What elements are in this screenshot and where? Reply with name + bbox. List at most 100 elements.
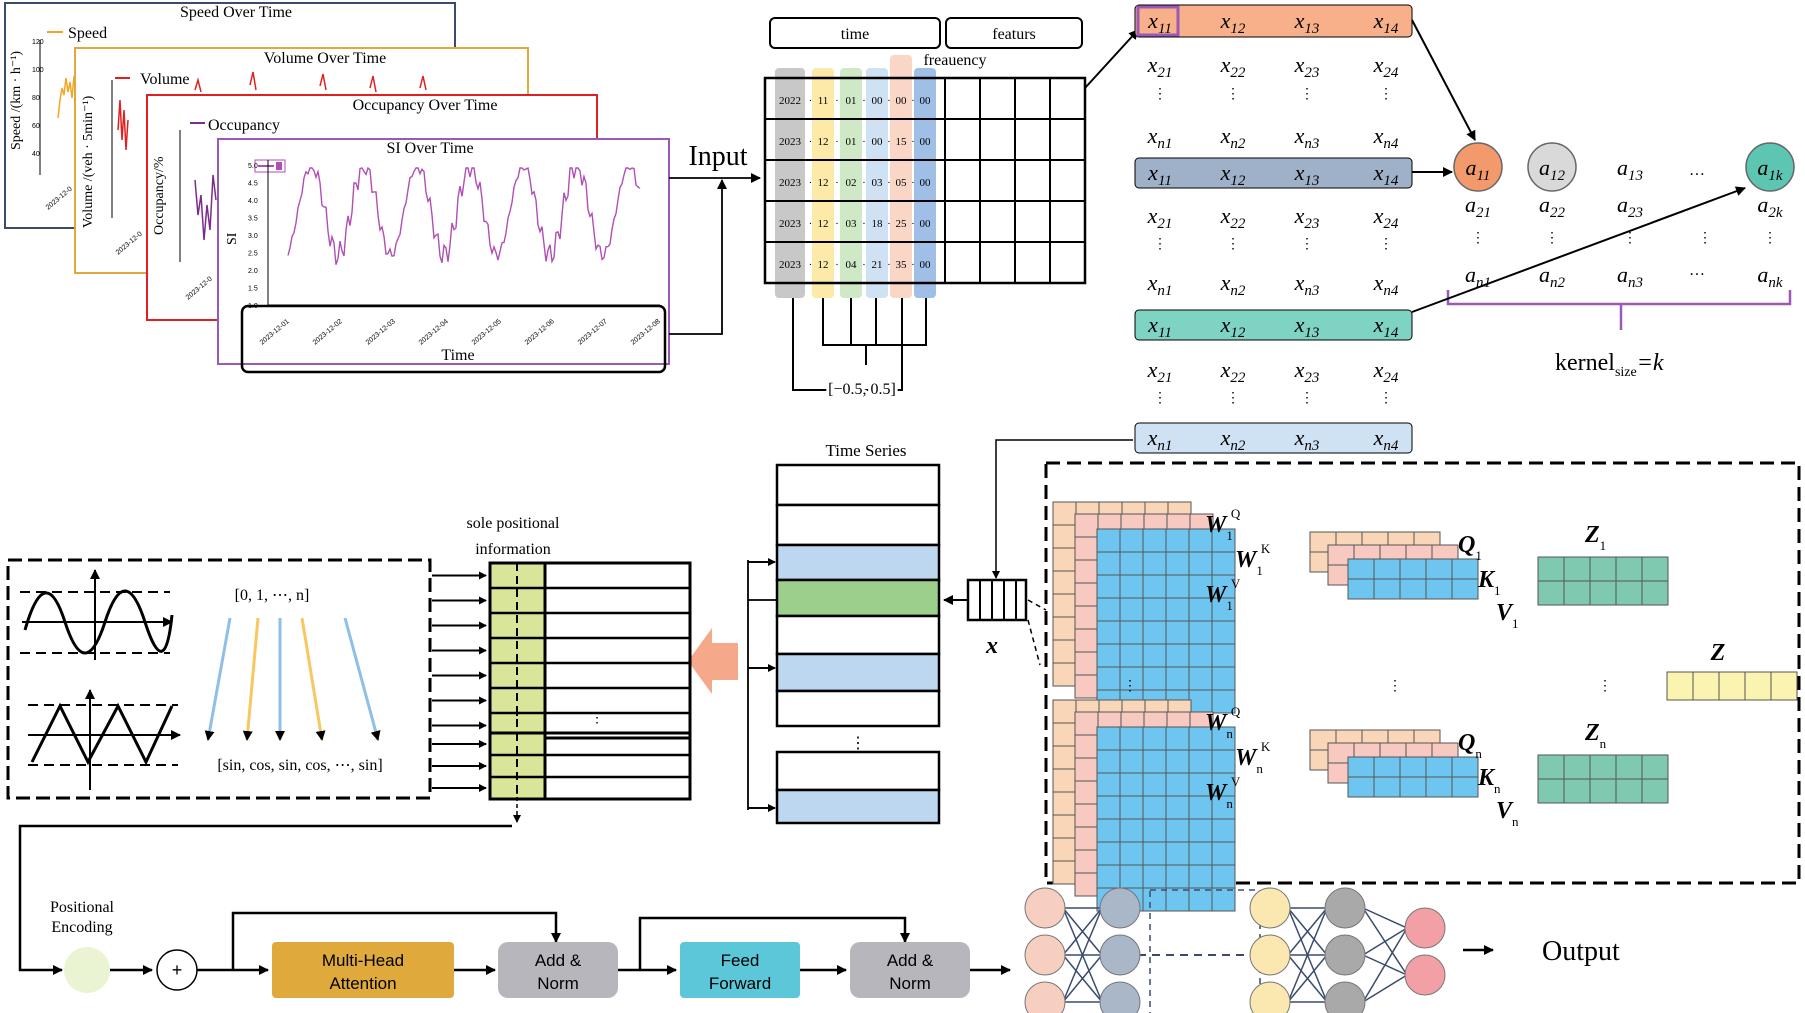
range-label: [−0.5, 0.5] (828, 381, 896, 398)
nn-node (1324, 887, 1366, 929)
svg-text:Qn: Qn (1458, 730, 1482, 761)
svg-text:⋮: ⋮ (1226, 237, 1240, 252)
table-cell: 01 (846, 136, 857, 148)
occupancy-chart-title: Occupancy Over Time (353, 97, 498, 114)
svg-text:K1: K1 (1477, 567, 1501, 598)
svg-text:Forward: Forward (709, 974, 771, 993)
svg-text:⋮: ⋮ (1226, 87, 1240, 102)
conv-output-node (1745, 142, 1795, 192)
table-cell: 02 (846, 177, 857, 189)
svg-text:⋮: ⋮ (1300, 87, 1314, 102)
si-xlabel: Time (441, 347, 474, 364)
matrix-row-1: x14 (1373, 8, 1399, 37)
matrix-row-n: xn4 (1373, 270, 1399, 299)
svg-text:Attention: Attention (329, 974, 396, 993)
svg-text:WnV: WnV (1205, 774, 1241, 811)
svg-text:⋮: ⋮ (1379, 391, 1393, 406)
matrix-row-1: x14 (1373, 312, 1399, 341)
func-label: [sin, cos, sin, cos, ⋯, sin] (217, 757, 382, 774)
matrix-row-2: x23 (1294, 203, 1320, 232)
svg-text:Positional: Positional (50, 899, 115, 916)
pipeline: Positional Encoding + Multi-Head Attenti… (18, 790, 1620, 1013)
day-band (840, 68, 862, 298)
svg-text:a11: a11 (1466, 155, 1491, 184)
svg-text:W1Q: W1Q (1205, 506, 1241, 543)
table-cell: 2023 (779, 136, 802, 148)
nn-node (1099, 887, 1141, 929)
svg-text:Z1: Z1 (1584, 522, 1606, 553)
table-cell: 00 (920, 218, 932, 230)
svg-text:·: · (835, 218, 839, 230)
table-cell: 2023 (779, 218, 802, 230)
table-cell: 21 (872, 259, 883, 271)
matrix-row-1: x13 (1294, 160, 1320, 189)
svg-text:a21: a21 (1465, 192, 1491, 221)
matrix-row-n: xn1 (1147, 270, 1173, 299)
svg-text:·: · (887, 259, 891, 271)
table-cell: 04 (846, 259, 858, 271)
si-ytick: 1.5 (248, 286, 258, 293)
svg-text:·: · (835, 136, 839, 148)
matrix-row-2: x24 (1373, 203, 1399, 232)
svg-text:⋮: ⋮ (1623, 231, 1637, 246)
matrix-row-1: x12 (1220, 8, 1246, 37)
matrix-row-2: x22 (1220, 357, 1246, 386)
svg-text:a13: a13 (1617, 155, 1643, 184)
merge-arrow (688, 628, 738, 694)
matrix-row-2: x21 (1147, 357, 1173, 386)
matrix-row-n: xn4 (1373, 425, 1399, 454)
si-chart-title: SI Over Time (386, 140, 473, 157)
matrix-row-n: xn3 (1294, 425, 1320, 454)
svg-text:WnK: WnK (1235, 739, 1271, 776)
svg-text:⋮: ⋮ (1153, 391, 1167, 406)
table-cell: 00 (920, 95, 932, 107)
nn-node (1024, 934, 1066, 976)
nn-node (1024, 981, 1066, 1013)
svg-text:⋮: ⋮ (590, 710, 604, 726)
svg-text:an2: an2 (1539, 262, 1566, 291)
svg-text:a23: a23 (1617, 192, 1643, 221)
svg-text:·: · (911, 218, 915, 230)
time-series-label: Time Series (825, 441, 906, 460)
frequency-label: freauency (923, 52, 986, 69)
matrix-row-2: x23 (1294, 357, 1320, 386)
sole-label-2: information (475, 541, 551, 558)
si-ytick: 5.0 (248, 163, 258, 170)
svg-text:⋮: ⋮ (1226, 391, 1240, 406)
matrix-row-1: x14 (1373, 160, 1399, 189)
svg-text:⋮: ⋮ (1471, 231, 1485, 246)
svg-text:·: · (911, 136, 915, 148)
feed-forward-block (680, 942, 800, 998)
svg-text:·: · (911, 259, 915, 271)
svg-text:·: · (809, 218, 813, 230)
svg-text:⋮: ⋮ (1300, 391, 1314, 406)
si-ytick: 2.0 (248, 268, 258, 275)
svg-text:⋮: ⋮ (850, 733, 866, 752)
speed-ytick: 100 (32, 67, 44, 74)
occupancy-ylabel: Occupancy/% (152, 156, 167, 235)
svg-text:Zn: Zn (1584, 720, 1607, 751)
matrix-row-1: x13 (1294, 312, 1320, 341)
si-ytick: 4.0 (248, 198, 258, 205)
table-cell: 00 (920, 136, 932, 148)
add-norm-block-2 (850, 942, 970, 998)
matrix-row-1: x11 (1147, 312, 1172, 341)
svg-text:…: … (1689, 262, 1705, 279)
speed-chart-title: Speed Over Time (180, 4, 292, 21)
positional-block: [0, 1, ⋯, n] [sin, cos, sin, cos, ⋯, sin… (6, 558, 432, 800)
svg-text:a22: a22 (1539, 192, 1566, 221)
kernel-label: kernelsize=k (1555, 350, 1664, 380)
table-cell: 00 (920, 177, 932, 189)
nn-node (1099, 981, 1141, 1013)
svg-text:·: · (887, 136, 891, 148)
svg-text:·: · (809, 259, 813, 271)
si-yticks: 5.04.54.03.53.02.52.01.51.0 (248, 163, 258, 310)
svg-text:Norm: Norm (889, 974, 931, 993)
speed-ytick: 60 (32, 123, 40, 130)
nn-node (1404, 954, 1446, 996)
nn-node (1324, 981, 1366, 1013)
svg-text:·: · (887, 177, 891, 189)
si-ytick: 3.5 (248, 216, 258, 223)
matrix-row-1: x13 (1294, 8, 1320, 37)
